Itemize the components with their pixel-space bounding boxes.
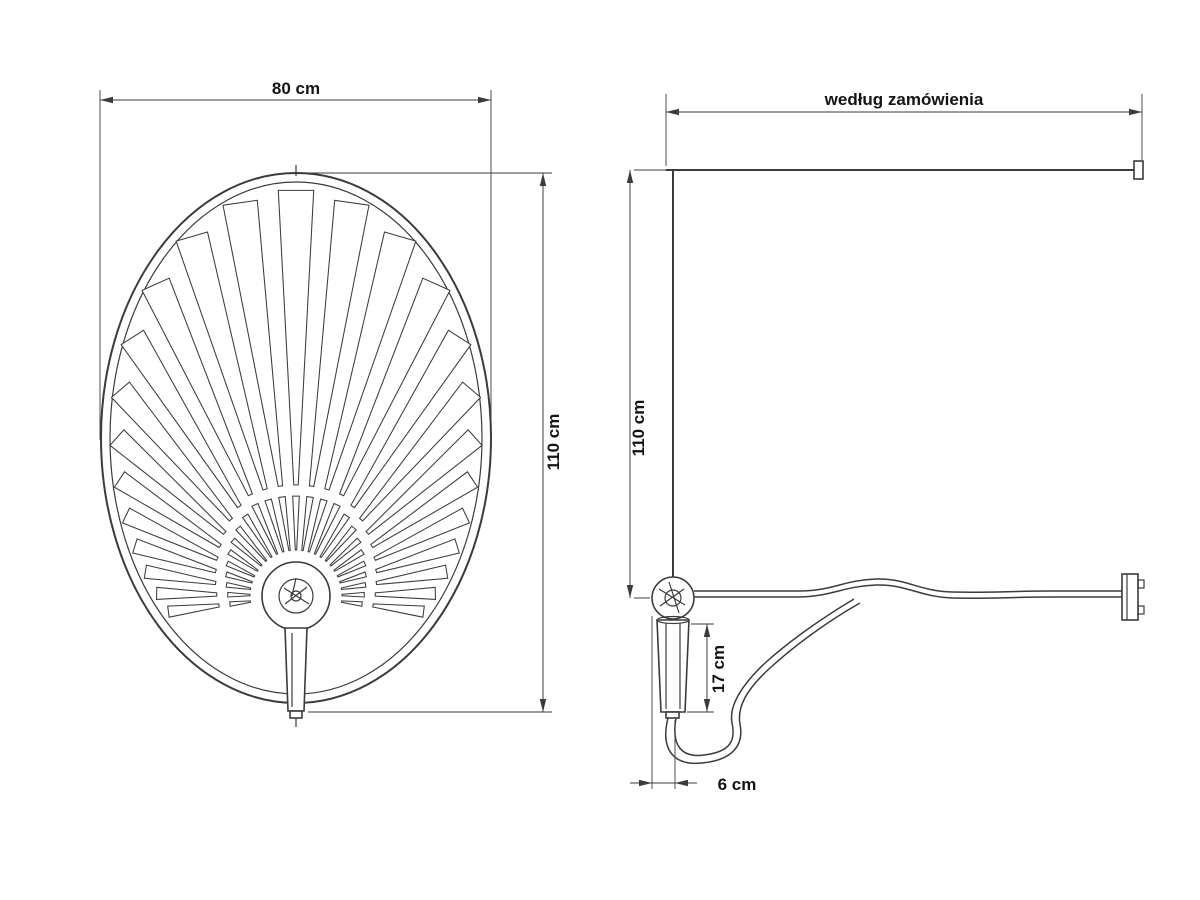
wall-plate-tab-bottom xyxy=(1137,605,1145,615)
fan-ray xyxy=(227,549,259,572)
extension-lines xyxy=(634,169,668,599)
front-view: 80 cm 110 cm xyxy=(99,79,563,727)
side-handle-shading xyxy=(665,623,681,709)
fan-ray xyxy=(235,525,268,563)
fan-ray xyxy=(375,564,449,586)
side-handle-cap xyxy=(665,711,680,719)
fan-ray xyxy=(373,507,471,561)
side-height-label: 110 cm xyxy=(629,400,648,457)
fan-ray xyxy=(109,429,227,536)
fan-ray xyxy=(225,560,256,578)
bottom-offset-label: 6 cm xyxy=(718,775,757,794)
fan-ray xyxy=(227,591,251,598)
extension-lines xyxy=(303,172,552,713)
extension-lines xyxy=(99,90,492,440)
fan-ray xyxy=(301,496,314,552)
fan-ray xyxy=(121,507,219,561)
fan-ray xyxy=(375,538,460,574)
fan-ray xyxy=(175,231,268,491)
fan-ray xyxy=(241,513,273,559)
fan-ray xyxy=(338,277,451,497)
fan-ray xyxy=(120,329,242,509)
fan-ray xyxy=(225,581,252,590)
fan-ray xyxy=(264,498,285,553)
power-cord-loop-outer xyxy=(665,602,861,765)
fan-ray xyxy=(329,537,362,567)
fan-ray xyxy=(324,525,357,563)
front-height-label: 110 cm xyxy=(544,414,563,471)
fan-ray xyxy=(336,560,367,578)
handle-height-dimension: 17 cm xyxy=(687,623,728,713)
fan-ray xyxy=(339,571,368,584)
fan-ray xyxy=(155,586,218,600)
extension-lines xyxy=(651,616,676,789)
power-cord-loop-inner xyxy=(674,598,855,757)
fan-ray xyxy=(143,564,217,586)
wall-plate-tab-top xyxy=(1137,579,1145,589)
fan-ray xyxy=(341,600,363,607)
fan-ray xyxy=(110,381,234,522)
fan-ray xyxy=(224,571,253,584)
side-height-dimension: 110 cm xyxy=(626,169,668,599)
wall-plate xyxy=(1121,573,1139,621)
fan-ray xyxy=(333,549,365,572)
front-handle xyxy=(284,627,308,712)
fan-ray xyxy=(358,381,482,522)
fan-ray xyxy=(350,329,472,509)
hub-center xyxy=(290,590,302,602)
handle-height-label: 17 cm xyxy=(709,645,728,693)
bottom-offset-dimension: 6 cm xyxy=(630,616,756,794)
fan-ray xyxy=(370,471,479,549)
cable-run-upper xyxy=(694,578,1122,594)
fan-ray xyxy=(340,581,367,590)
fan-ray xyxy=(141,277,254,497)
fan-ray xyxy=(372,603,425,618)
cable-run-lower xyxy=(694,584,1122,600)
fan-shade xyxy=(100,165,492,727)
ball-joint-center xyxy=(664,589,682,607)
fan-ray xyxy=(307,498,328,553)
fan-ray xyxy=(313,502,341,555)
front-height-dimension: 110 cm xyxy=(303,172,563,713)
ball-joint-detail xyxy=(658,581,686,614)
fan-ray xyxy=(319,513,351,559)
fan-ray xyxy=(229,600,251,607)
fan-ray xyxy=(341,591,365,598)
fan-ray xyxy=(308,199,370,487)
side-lamp xyxy=(651,160,1145,765)
fan-rays xyxy=(109,189,483,618)
fan-ray xyxy=(278,496,291,552)
extension-lines xyxy=(665,94,1143,166)
fan-ray xyxy=(167,603,220,618)
side-handle xyxy=(656,619,690,713)
front-width-label: 80 cm xyxy=(272,79,320,98)
side-top-width-label: według zamówienia xyxy=(824,90,984,109)
front-width-dimension: 80 cm xyxy=(99,79,492,440)
fan-ray xyxy=(324,231,417,491)
fan-ray xyxy=(292,495,300,551)
top-bar-end-bracket xyxy=(1133,160,1144,180)
fan-ray xyxy=(230,537,263,567)
fan-ray xyxy=(277,189,315,486)
side-top-width-dimension: według zamówienia xyxy=(665,90,1143,166)
fan-ray xyxy=(251,502,279,555)
fan-ray xyxy=(365,429,483,536)
fan-ray xyxy=(113,471,222,549)
fan-ray xyxy=(374,586,437,600)
side-handle-top xyxy=(656,615,690,625)
fan-ray xyxy=(222,199,284,487)
fan-ray xyxy=(132,538,217,574)
front-handle-cap xyxy=(289,710,303,719)
side-view: według zamówienia 110 cm 17 cm 6 cm xyxy=(626,90,1145,794)
